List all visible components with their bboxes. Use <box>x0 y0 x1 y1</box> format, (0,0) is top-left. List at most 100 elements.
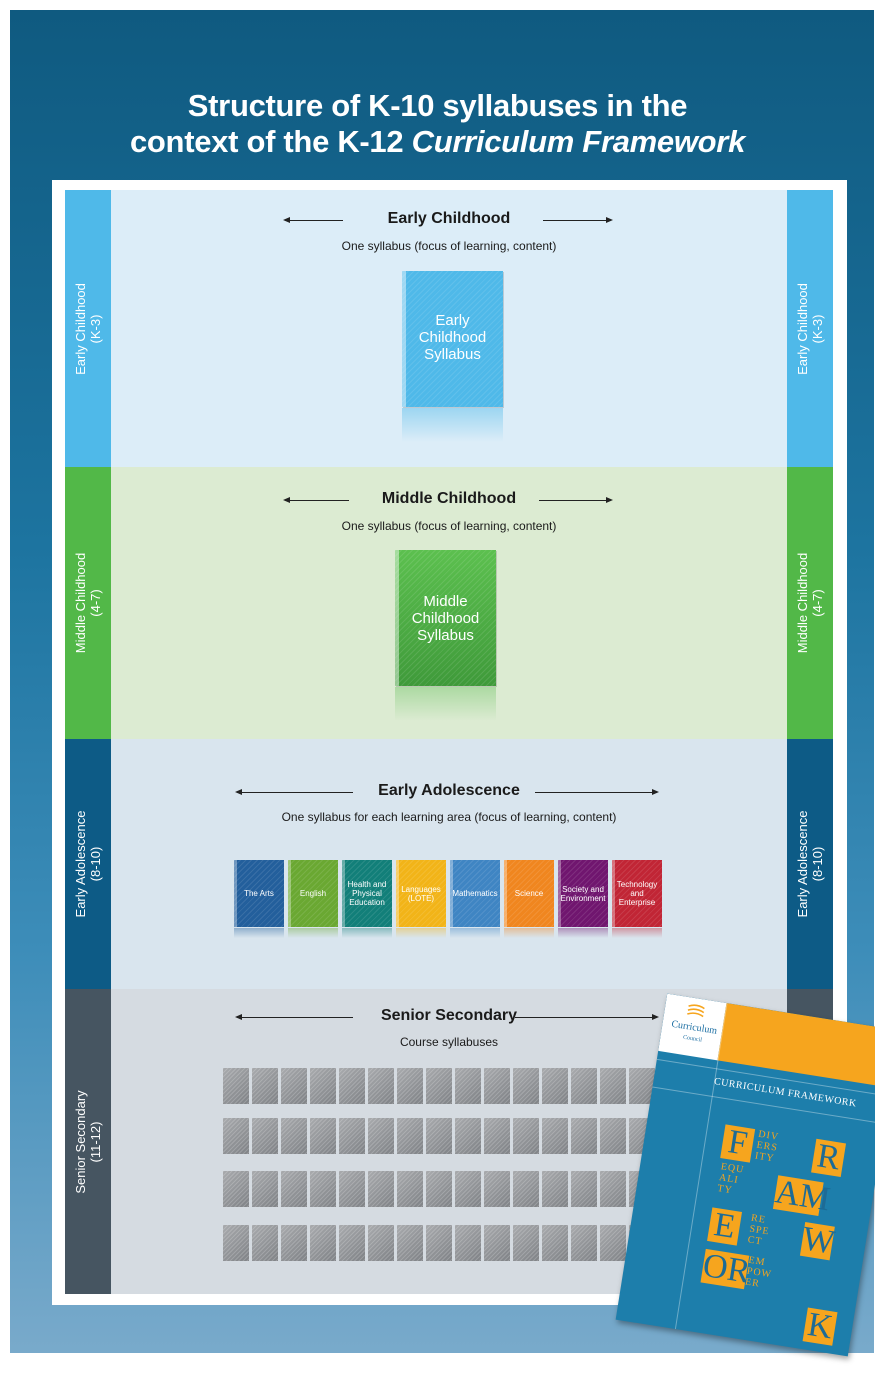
course-syllabus-book <box>223 1068 249 1104</box>
course-syllabus-book <box>513 1171 539 1207</box>
course-syllabus-book <box>368 1225 394 1261</box>
band-heading: Early Childhood <box>387 210 511 227</box>
course-syllabus-book <box>484 1171 510 1207</box>
course-syllabus-book <box>281 1068 307 1104</box>
arrow-right <box>539 497 613 503</box>
learning-area-book-label: Languages (LOTE) <box>401 884 441 903</box>
side-label-right-middle-childhood: Middle Childhood(4-7) <box>787 467 833 739</box>
course-syllabus-book <box>368 1068 394 1104</box>
band-early-adolescence: Early Adolescence(8-10) Early Adolescenc… <box>65 739 833 989</box>
course-syllabus-book <box>600 1171 626 1207</box>
course-syllabus-book <box>426 1118 452 1154</box>
course-syllabus-book <box>426 1068 452 1104</box>
band-subtitle: One syllabus (focus of learning, content… <box>341 239 557 253</box>
side-label-left-senior-secondary: Senior Secondary(11-12) <box>65 989 111 1294</box>
learning-area-book: Society and Environment <box>558 860 608 938</box>
learning-area-book: Mathematics <box>450 860 500 938</box>
course-syllabus-book <box>339 1068 365 1104</box>
book-reflection <box>395 687 496 721</box>
arrow-right <box>543 217 613 223</box>
course-syllabus-book <box>223 1171 249 1207</box>
curriculum-framework-cover: Curriculum Council CURRICULUM FRAMEWORK … <box>615 993 875 1357</box>
cover-big-letters: F <box>720 1123 756 1163</box>
course-syllabus-book <box>397 1225 423 1261</box>
book-reflection <box>288 928 338 938</box>
learning-area-book-label: Science <box>514 889 544 898</box>
learning-area-book-label: Technology and Enterprise <box>616 880 658 907</box>
course-syllabus-book <box>252 1118 278 1154</box>
page-title: Structure of K-10 syllabuses in the cont… <box>0 88 875 160</box>
learning-area-book-label: The Arts <box>244 889 274 898</box>
book-reflection <box>396 928 446 938</box>
course-syllabus-book <box>513 1118 539 1154</box>
cover-big-letters: E <box>707 1206 743 1246</box>
band-subtitle: One syllabus for each learning area (foc… <box>281 810 617 824</box>
course-syllabus-book <box>571 1068 597 1104</box>
title-line-2: context of the K-12 Curriculum Framework <box>0 124 875 160</box>
title-line-1: Structure of K-10 syllabuses in the <box>187 88 688 123</box>
course-syllabus-book <box>571 1118 597 1154</box>
cover-big-letters: OR <box>700 1246 753 1291</box>
book-reflection <box>450 928 500 938</box>
band-subtitle: One syllabus (focus of learning, content… <box>341 519 557 533</box>
learning-area-book: Languages (LOTE) <box>396 860 446 938</box>
book-reflection <box>402 408 503 442</box>
book-reflection <box>504 928 554 938</box>
course-syllabus-book <box>252 1225 278 1261</box>
arrow-right <box>515 1014 659 1020</box>
course-syllabus-book <box>455 1225 481 1261</box>
side-label-text: Senior Secondary(11-12) <box>73 1089 103 1194</box>
arrow-left <box>235 789 353 795</box>
cover-big-letters: R <box>811 1137 847 1177</box>
learning-area-book-label: Mathematics <box>452 889 498 898</box>
book-reflection <box>342 928 392 938</box>
learning-area-book-label: Health and Physical Education <box>347 880 387 907</box>
course-syllabus-book <box>571 1225 597 1261</box>
course-syllabus-book <box>484 1225 510 1261</box>
arrow-right <box>535 789 659 795</box>
course-syllabus-book <box>310 1118 336 1154</box>
cover-big-letters: AM <box>772 1173 833 1219</box>
course-syllabus-book <box>455 1118 481 1154</box>
course-syllabus-book <box>252 1068 278 1104</box>
side-label-right-early-adolescence: Early Adolescence(8-10) <box>787 739 833 989</box>
side-label-left-early-childhood: Early Childhood(K-3) <box>65 190 111 467</box>
learning-area-book: The Arts <box>234 860 284 938</box>
title-line-2-italic: Curriculum Framework <box>411 124 746 159</box>
side-label-text: Early Adolescence(8-10) <box>73 810 103 918</box>
cover-small-word: ITY <box>754 1150 776 1165</box>
side-label-left-middle-childhood: Middle Childhood(4-7) <box>65 467 111 739</box>
course-syllabus-book <box>368 1171 394 1207</box>
learning-area-books: The Arts English Health and Physical Educa… <box>234 860 664 940</box>
course-syllabus-book <box>368 1118 394 1154</box>
learning-area-book: Science <box>504 860 554 938</box>
course-syllabus-book <box>542 1225 568 1261</box>
course-syllabus-book <box>513 1068 539 1104</box>
side-label-left-early-adolescence: Early Adolescence(8-10) <box>65 739 111 989</box>
learning-area-book-label: Society and Environment <box>560 884 606 903</box>
course-syllabus-book <box>571 1171 597 1207</box>
cover-small-word: CT <box>746 1234 764 1248</box>
side-label-text: Middle Childhood(4-7) <box>73 552 103 654</box>
side-label-text: Early Childhood(K-3) <box>795 282 825 375</box>
course-syllabus-book <box>455 1171 481 1207</box>
title-line-2-prefix: context of the K-12 <box>129 124 412 159</box>
band-heading: Middle Childhood <box>381 490 517 507</box>
course-syllabus-book <box>223 1118 249 1154</box>
course-syllabus-book <box>281 1171 307 1207</box>
band-early-childhood: Early Childhood(K-3) Early Childhood(K-3… <box>65 190 833 467</box>
band-heading: Early Adolescence <box>378 782 520 799</box>
course-syllabus-book <box>339 1171 365 1207</box>
book-reflection <box>558 928 608 938</box>
learning-area-book: English <box>288 860 338 938</box>
learning-area-book: Health and Physical Education <box>342 860 392 938</box>
cover-small-word: TY <box>716 1182 734 1197</box>
course-syllabus-book <box>542 1118 568 1154</box>
course-syllabus-books <box>223 1068 693 1268</box>
course-syllabus-book <box>542 1068 568 1104</box>
course-syllabus-book <box>600 1225 626 1261</box>
